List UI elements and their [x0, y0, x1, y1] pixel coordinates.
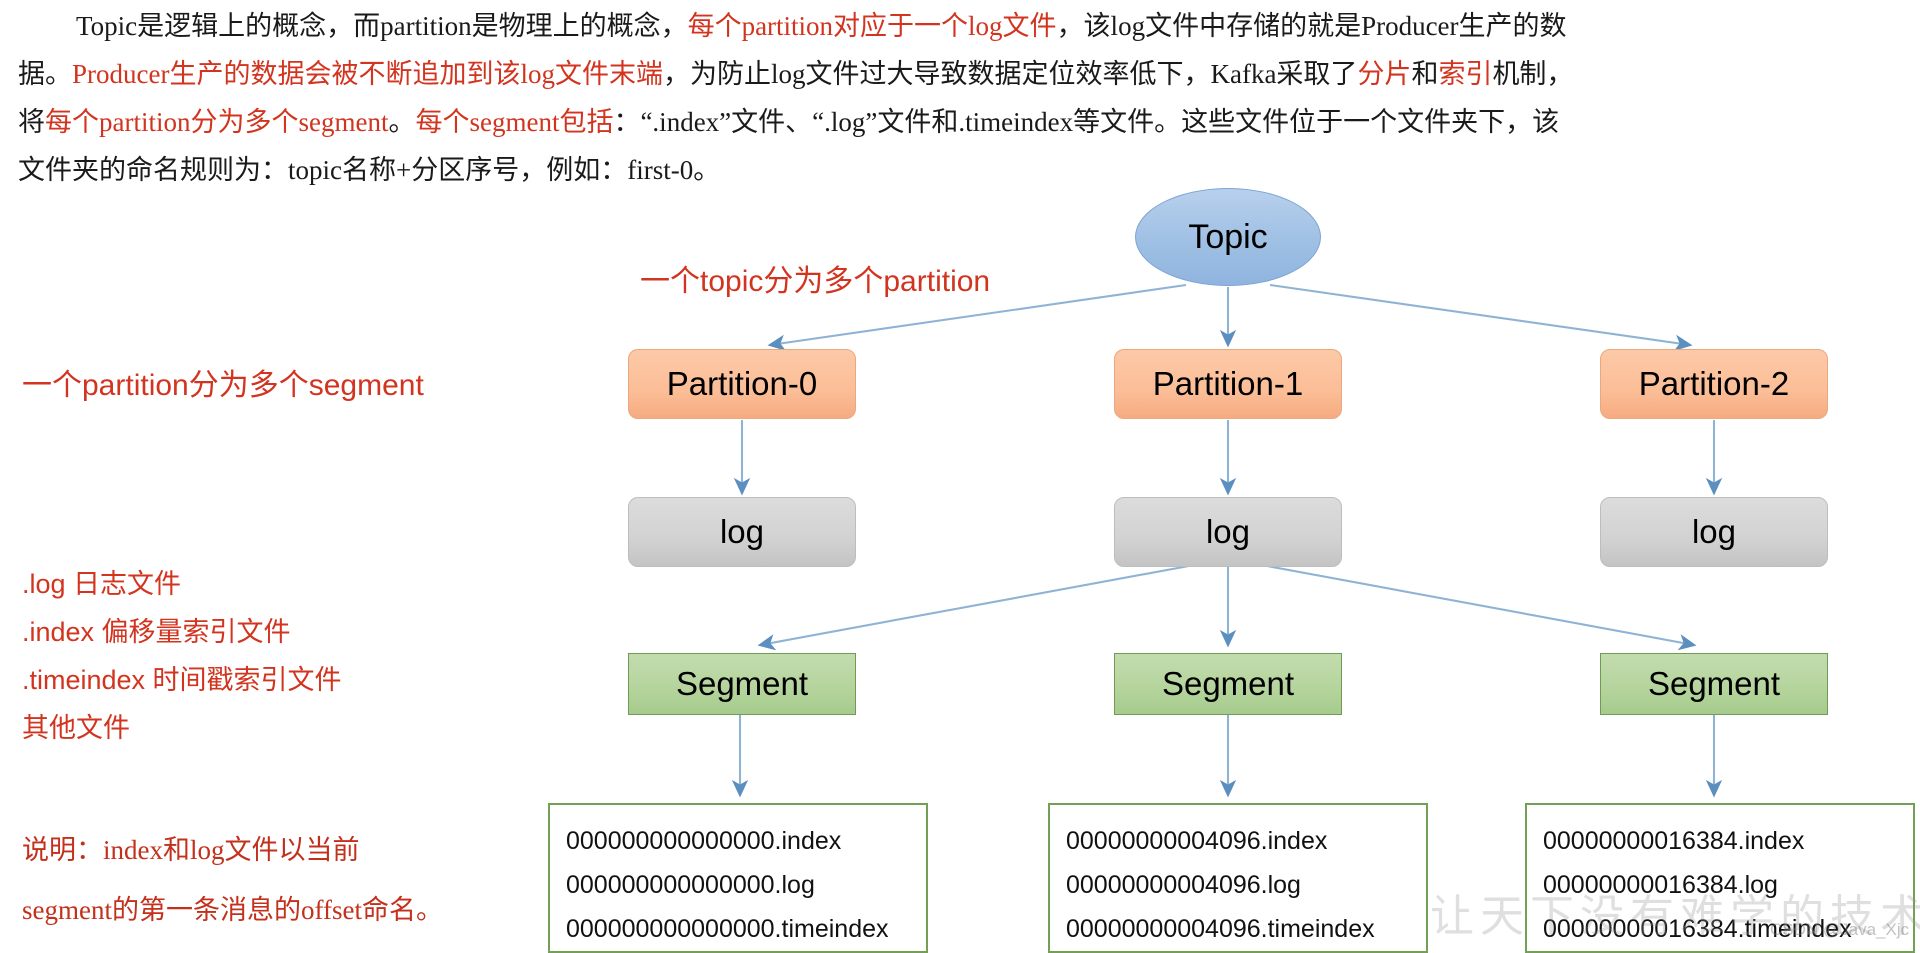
note-line-2: segment的第一条消息的offset命名。: [22, 895, 443, 925]
log-node-2-label: log: [1691, 513, 1737, 550]
legend-item-timeindex: .timeindex 时间戳索引文件: [22, 665, 342, 695]
paragraph-line-3: 将每个partition分为多个segment。每个segment包括：“.in…: [18, 107, 1560, 137]
partition-node-2-label: Partition-2: [1638, 365, 1790, 402]
segment-node-0-label: Segment: [675, 665, 809, 702]
file-type-legend: .log 日志文件 .index 偏移量索引文件 .timeindex 时间戳索…: [22, 560, 342, 752]
annotation-partition-split: 一个partition分为多个segment: [22, 369, 424, 402]
file-item-timeindex: 00000000016384.timeindex: [1543, 915, 1852, 943]
legend-item-log: .log 日志文件: [22, 569, 182, 599]
paragraph-line-1: Topic是逻辑上的概念，而partition是物理上的概念，每个partiti…: [76, 11, 1567, 41]
segment-node-1[interactable]: Segment: [1114, 653, 1342, 715]
annotation-topic-split: 一个topic分为多个partition: [640, 265, 991, 298]
log-node-2[interactable]: log: [1600, 497, 1828, 567]
file-item-timeindex: 00000000004096.timeindex: [1066, 915, 1375, 943]
intro-paragraph: Topic是逻辑上的概念，而partition是物理上的概念，每个partiti…: [18, 2, 1908, 194]
partition-node-2[interactable]: Partition-2: [1600, 349, 1828, 419]
file-item-log: 000000000000000.log: [566, 871, 815, 899]
note-line-1: 说明：index和log文件以当前: [22, 835, 360, 865]
file-item-index: 000000000000000.index: [566, 827, 842, 855]
paragraph-line-4: 文件夹的命名规则为：topic名称+分区序号，例如：first-0。: [18, 155, 721, 185]
file-list-box-0: 000000000000000.index 000000000000000.lo…: [548, 803, 928, 953]
legend-item-other: 其他文件: [22, 713, 130, 743]
topic-node[interactable]: Topic: [1135, 188, 1321, 286]
segment-node-2-label: Segment: [1647, 665, 1781, 702]
legend-item-index: .index 偏移量索引文件: [22, 617, 291, 647]
file-list-box-2: 00000000016384.index 00000000016384.log …: [1525, 803, 1915, 953]
watermark-text: 让天下没有难学的技术: [1430, 892, 1920, 941]
partition-node-1-label: Partition-1: [1152, 365, 1304, 402]
partition-node-0[interactable]: Partition-0: [628, 349, 856, 419]
log-node-0[interactable]: log: [628, 497, 856, 567]
file-item-index: 00000000016384.index: [1543, 827, 1805, 855]
segment-node-2[interactable]: Segment: [1600, 653, 1828, 715]
naming-note: 说明：index和log文件以当前 segment的第一条消息的offset命名…: [22, 820, 492, 940]
file-list-box-1: 00000000004096.index 00000000004096.log …: [1048, 803, 1428, 953]
partition-node-1[interactable]: Partition-1: [1114, 349, 1342, 419]
topic-node-label: Topic: [1188, 217, 1268, 256]
file-item-timeindex: 000000000000000.timeindex: [566, 915, 889, 943]
log-node-1-label: log: [1205, 513, 1251, 550]
paragraph-line-2: 据。Producer生产的数据会被不断追加到该log文件末端，为防止log文件过…: [18, 59, 1574, 89]
watermark-credit: CSDN @Java_Xjc: [1770, 920, 1910, 939]
file-item-index: 00000000004096.index: [1066, 827, 1328, 855]
file-item-log: 00000000016384.log: [1543, 871, 1778, 899]
segment-node-1-label: Segment: [1161, 665, 1295, 702]
log-node-1[interactable]: log: [1114, 497, 1342, 567]
partition-node-0-label: Partition-0: [666, 365, 818, 402]
log-node-0-label: log: [719, 513, 765, 550]
file-item-log: 00000000004096.log: [1066, 871, 1301, 899]
segment-node-0[interactable]: Segment: [628, 653, 856, 715]
